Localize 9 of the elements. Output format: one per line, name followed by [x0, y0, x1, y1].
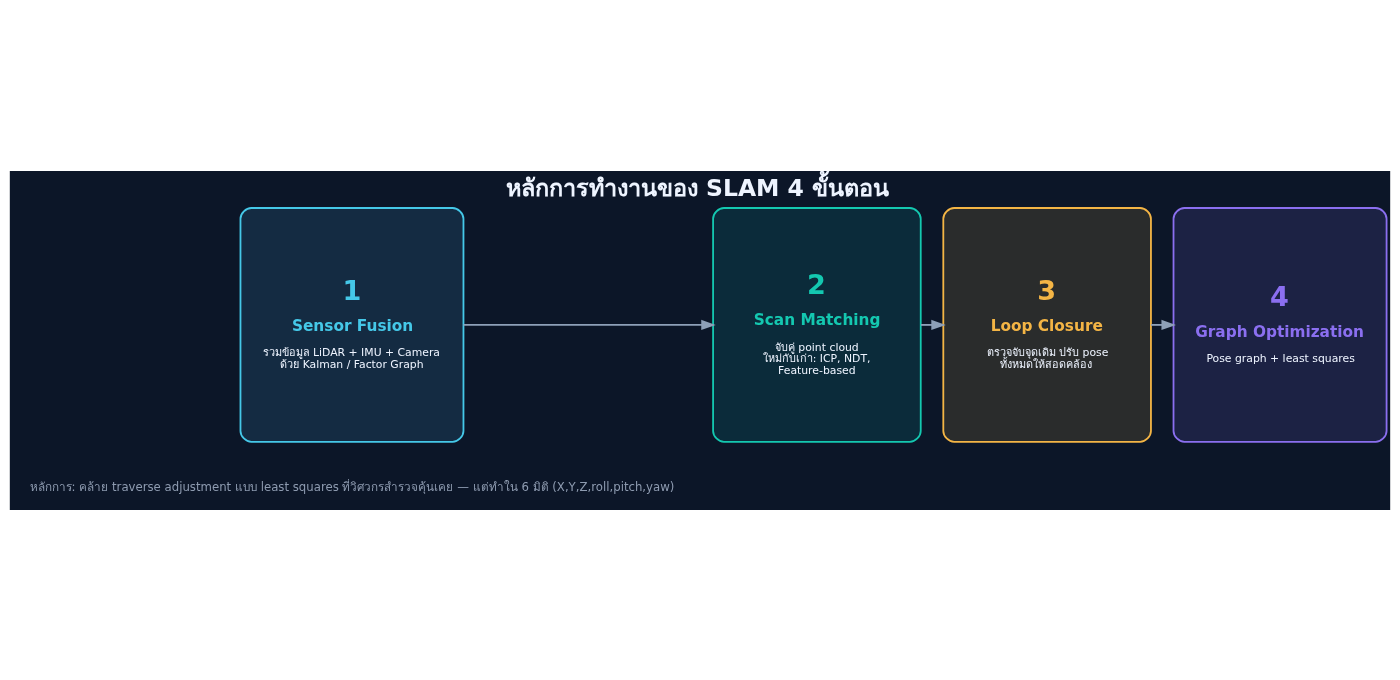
- arrow: [920, 319, 946, 330]
- node-box: 1 Sensor Fusion รวมข้อมูล LiDAR + IMU + Camera ด้วย Kalman / Factor Graph: [239, 206, 465, 443]
- arrow: [1150, 319, 1176, 330]
- arrow: [462, 319, 716, 330]
- node-box: 4 Graph Optimization Pose graph + least squares: [1172, 206, 1388, 443]
- caption: หลักการ: คล้าย traverse adjustment แบบ least squares ที่วิศวกรสำรวจคุ้นเคย — แต่ทำใน 6 มิติ (X,Y,Z,roll,pitch,yaw): [29, 479, 675, 493]
- diagram-title: หลักการทำงานของ SLAM 4 ขั้นตอน: [505, 173, 890, 202]
- node-box: 3 Loop Closure ตรวจจับจุดเดิม ปรับ pose ทั้งหมดให้สอดคล้อง: [942, 206, 1152, 443]
- node-box: 2 Scan Matching จับคู่ point cloud ใหม่กับเก่า: ICP, NDT, Feature-based: [712, 206, 922, 443]
